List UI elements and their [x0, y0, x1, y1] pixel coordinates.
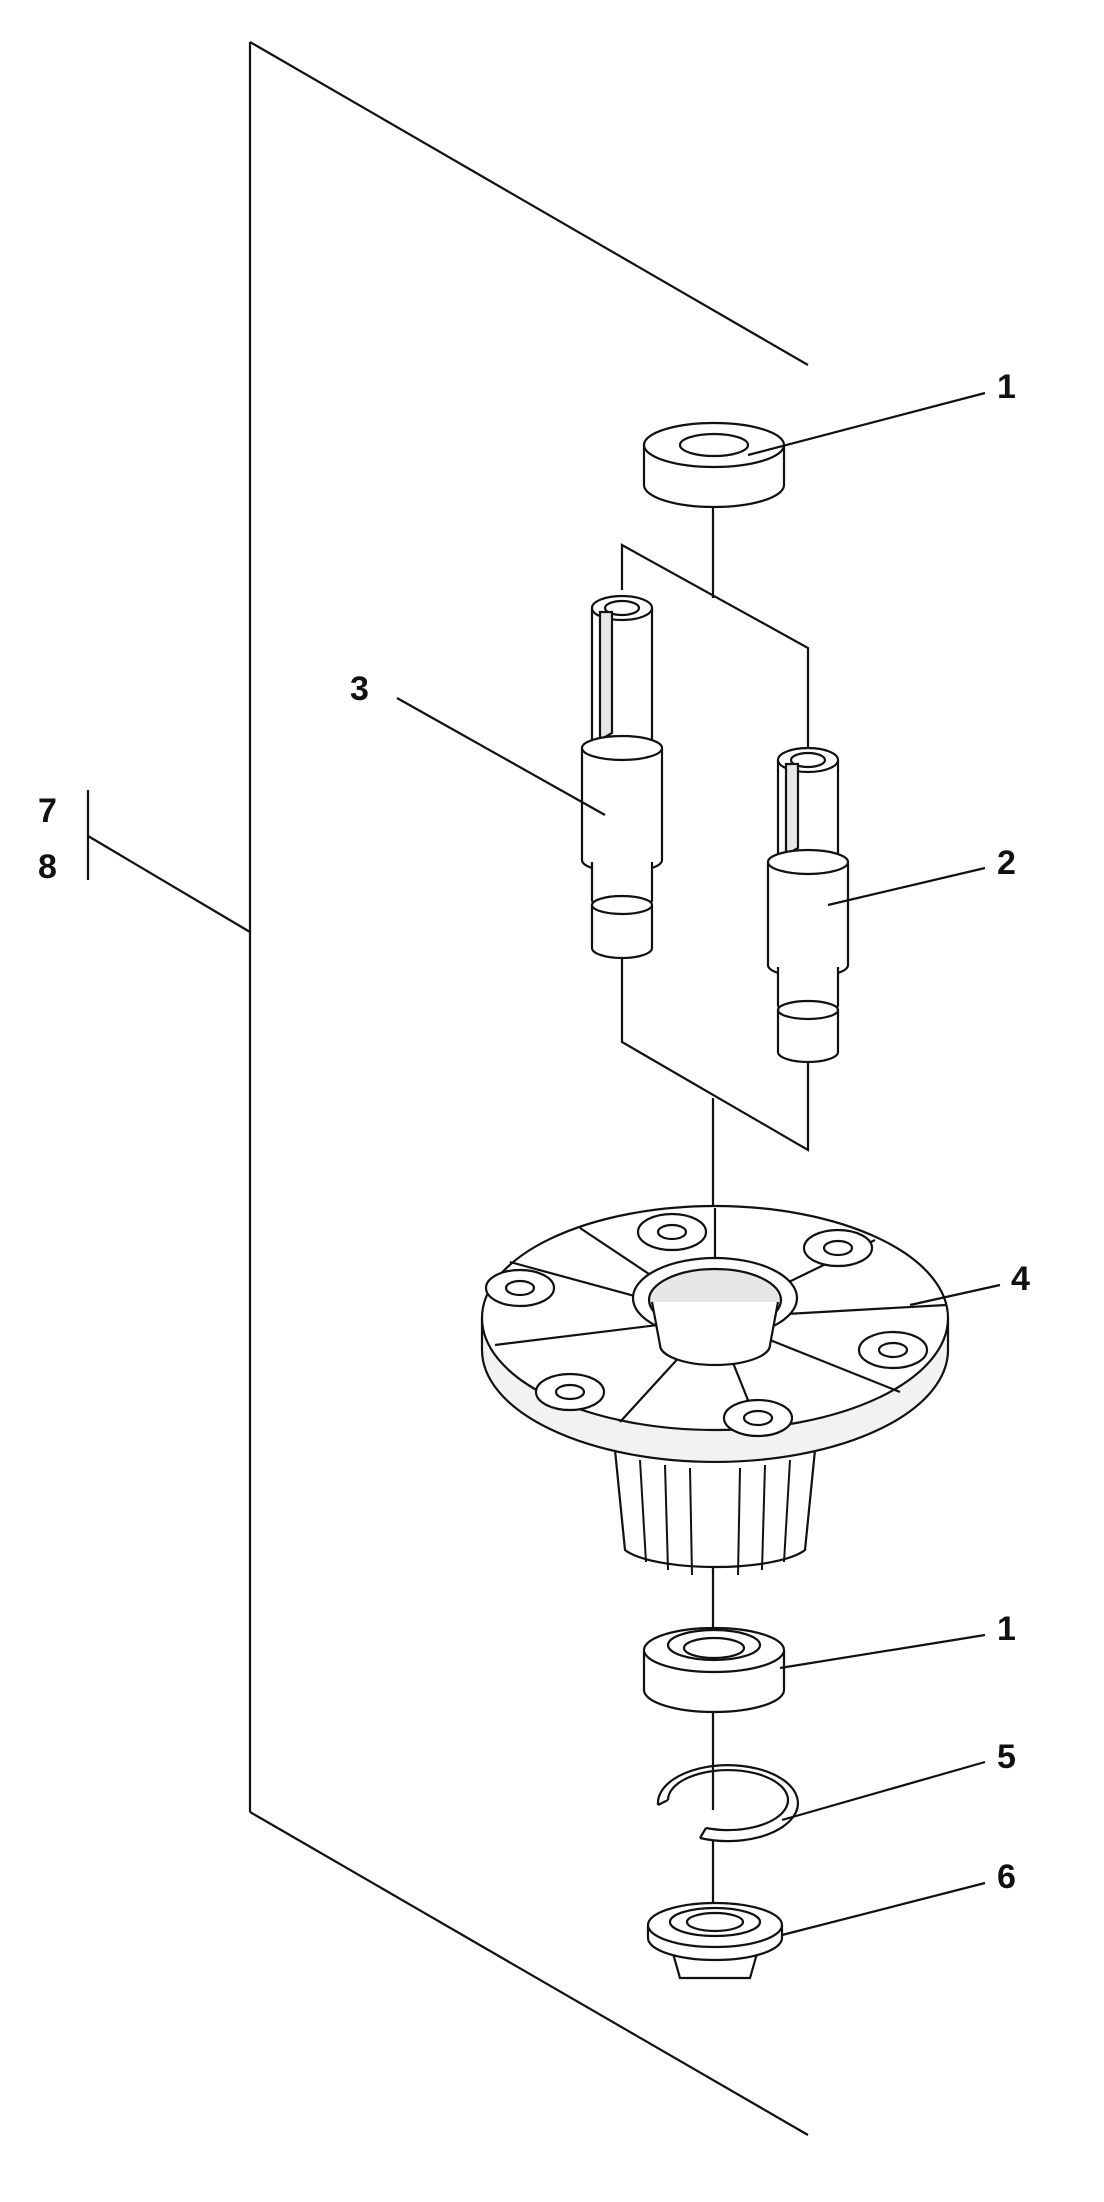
callout-6: 6 [997, 1858, 1016, 1896]
spindle-housing [480, 1204, 950, 1576]
callout-1-top: 1 [997, 368, 1016, 406]
bushing-bottom [642, 1626, 786, 1714]
bushing-top [642, 421, 786, 509]
leader-lines [396, 391, 1001, 1937]
shaft-short [766, 746, 850, 1064]
callout-5: 5 [997, 1738, 1016, 1776]
callout-1-bottom: 1 [997, 1610, 1016, 1648]
assembly-bracket [248, 41, 809, 2136]
callout-7: 7 [38, 792, 57, 830]
shaft-group-frame [620, 543, 810, 1152]
callout-4: 4 [1011, 1260, 1030, 1298]
callout-3: 3 [350, 670, 369, 708]
leader-7-8 [86, 790, 251, 933]
snap-ring [656, 1764, 800, 1843]
shaft-long [580, 594, 664, 960]
callout-2: 2 [997, 844, 1016, 882]
flange-nut [646, 1901, 784, 1980]
callout-8: 8 [38, 848, 57, 886]
